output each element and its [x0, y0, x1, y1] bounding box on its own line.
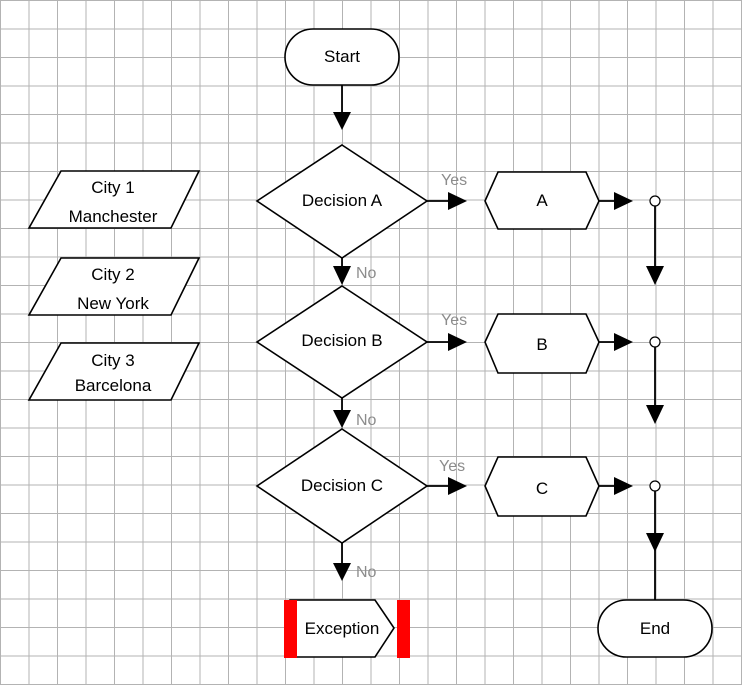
- arrow-merge-2: [646, 405, 664, 424]
- arrow-merge-1: [646, 266, 664, 285]
- no-c-label: No: [356, 564, 377, 581]
- edge-labels: Yes Yes Yes No No No: [356, 172, 467, 581]
- arrow-yes-b: [448, 333, 467, 351]
- decision-c-label: Decision C: [301, 476, 383, 495]
- city-3-data[interactable]: City 3 Barcelona: [27, 342, 201, 401]
- end-terminator[interactable]: End: [597, 599, 713, 658]
- city-2-title: City 2: [91, 265, 134, 284]
- process-b[interactable]: B: [484, 313, 600, 374]
- arrow-yes-c: [448, 477, 467, 495]
- end-label: End: [640, 619, 670, 638]
- arrow-b-to-c: [333, 410, 351, 428]
- exception-right-bar: [397, 600, 410, 658]
- decision-b[interactable]: Decision B: [255, 285, 429, 399]
- start-label: Start: [324, 47, 360, 66]
- arrow-a-to-b: [333, 266, 351, 285]
- city-2-data[interactable]: City 2 New York: [27, 257, 201, 316]
- city-1-title: City 1: [91, 178, 134, 197]
- decision-c[interactable]: Decision C: [255, 428, 429, 544]
- arrow-yes-a: [448, 192, 467, 210]
- no-a-label: No: [356, 265, 377, 282]
- city-1-data[interactable]: City 1 Manchester: [27, 170, 201, 229]
- city-2-name: New York: [77, 294, 149, 313]
- arrow-proc-b-out: [614, 333, 633, 351]
- process-a-label: A: [536, 191, 548, 210]
- city-3-title: City 3: [91, 351, 134, 370]
- exception-left-bar: [284, 600, 297, 658]
- start-terminator[interactable]: Start: [284, 28, 400, 86]
- decision-b-label: Decision B: [301, 331, 382, 350]
- exception-node[interactable]: Exception: [284, 599, 410, 658]
- yes-b-label: Yes: [441, 312, 467, 329]
- connectors: [341, 85, 656, 600]
- arrow-proc-c-out: [614, 477, 633, 495]
- arrow-merge-3: [646, 533, 664, 552]
- arrow-start-to-a: [333, 112, 351, 130]
- decision-a-label: Decision A: [302, 191, 383, 210]
- junctions: [649, 195, 661, 492]
- yes-a-label: Yes: [441, 172, 467, 189]
- yes-c-label: Yes: [439, 458, 465, 475]
- junction-c: [649, 480, 661, 492]
- process-c-label: C: [536, 479, 548, 498]
- city-3-name: Barcelona: [75, 376, 152, 395]
- process-c[interactable]: C: [484, 456, 600, 517]
- junction-b: [649, 336, 661, 348]
- no-b-label: No: [356, 412, 377, 429]
- arrow-c-to-exception: [333, 563, 351, 581]
- city-1-name: Manchester: [69, 207, 158, 226]
- arrow-proc-a-out: [614, 192, 633, 210]
- process-b-label: B: [536, 335, 547, 354]
- exception-label: Exception: [305, 619, 380, 638]
- junction-a: [649, 195, 661, 207]
- process-a[interactable]: A: [484, 171, 600, 230]
- arrowheads: [333, 112, 664, 581]
- decision-a[interactable]: Decision A: [255, 144, 429, 259]
